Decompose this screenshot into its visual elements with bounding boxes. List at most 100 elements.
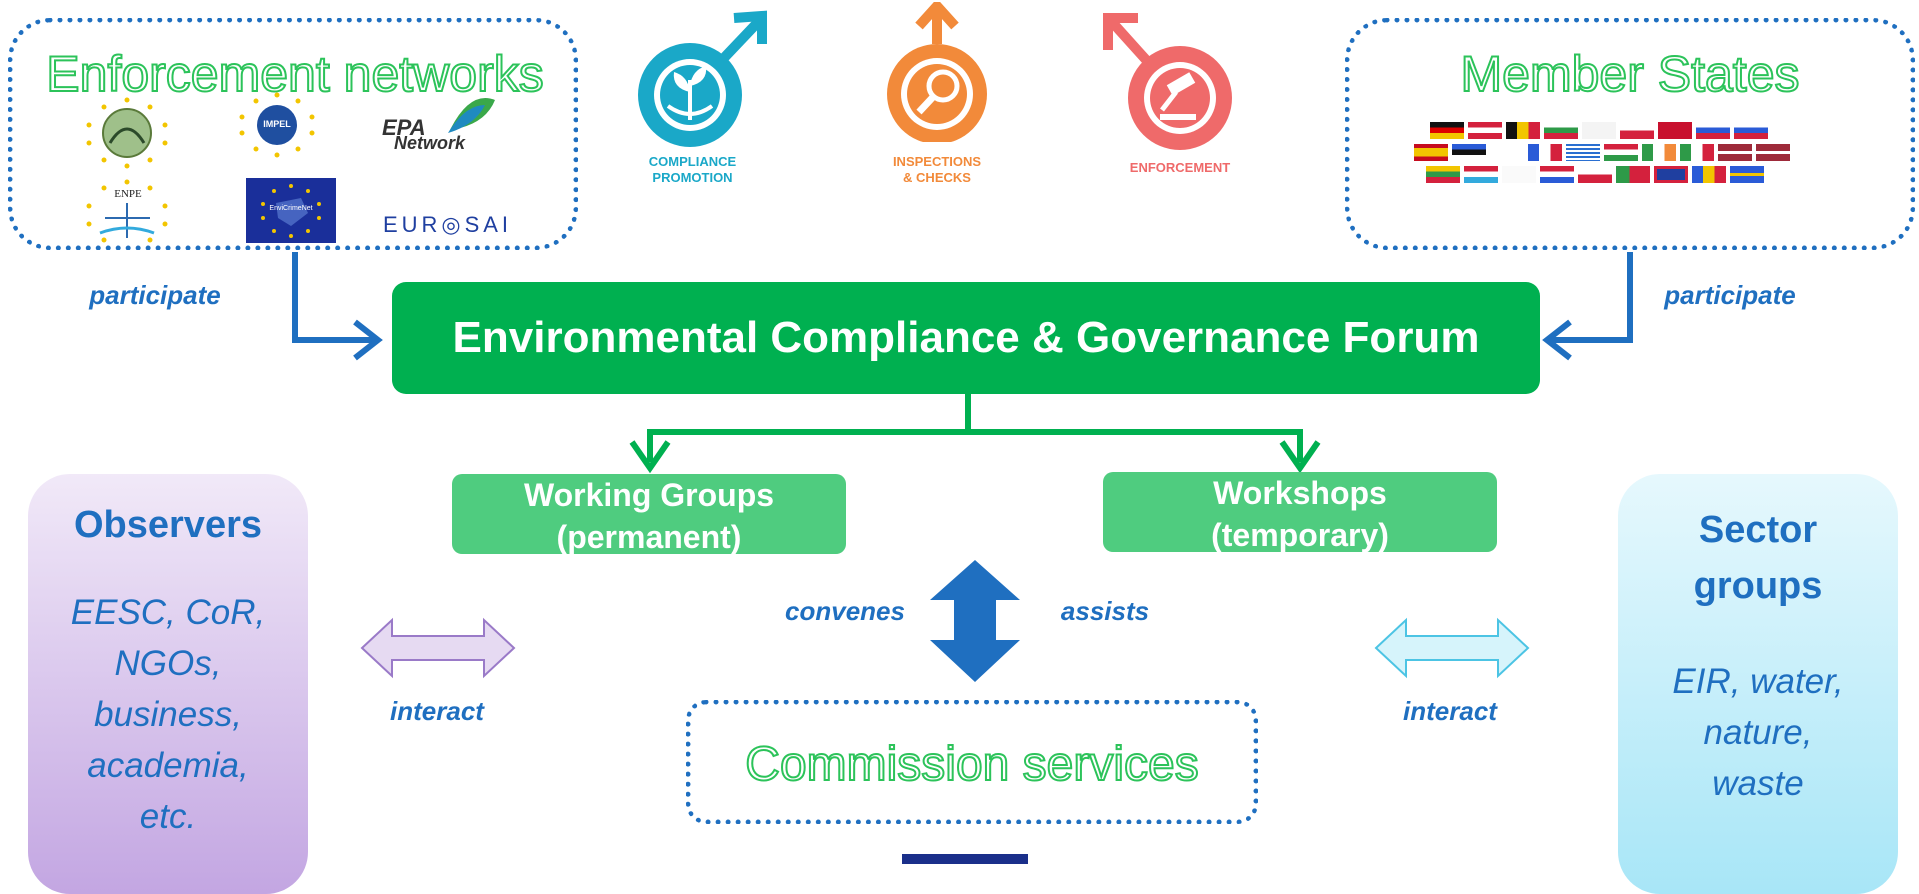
flag (1426, 166, 1460, 183)
observers-item: academia, (87, 746, 249, 785)
flag (1604, 144, 1638, 161)
working-groups-line2: (permanent) (556, 519, 742, 555)
observers-item: etc. (139, 797, 197, 836)
forum-box: Environmental Compliance & Governance Fo… (392, 282, 1540, 394)
enforcement-networks-title: Enforcement networks (45, 45, 544, 103)
flag (1506, 122, 1540, 139)
epa-network-logo: EPA Network (380, 95, 510, 155)
interact-left-label: interact (390, 696, 484, 726)
flag (1730, 166, 1764, 183)
participate-left-label: participate (89, 280, 221, 310)
flag (1680, 144, 1714, 161)
convenes-label: convenes (785, 596, 905, 626)
working-groups-arrowhead (629, 440, 671, 474)
enpe-logo (80, 178, 175, 253)
observers-item: EESC, CoR, (70, 593, 266, 632)
flag (1468, 122, 1502, 139)
working-groups-box: Working Groups (permanent) (452, 474, 846, 555)
compliance-promotion-label-line2: PROMOTION (652, 170, 733, 185)
network-text: Network (394, 133, 466, 153)
sector-groups-title-line1: Sector (1698, 509, 1818, 551)
flag (1464, 166, 1498, 183)
participate-left-connector (292, 252, 375, 343)
flag (1756, 144, 1790, 161)
flag (1696, 122, 1730, 139)
inspections-checks-label: INSPECTIONS & CHECKS (862, 154, 1012, 186)
flag (1658, 122, 1692, 139)
member-states-box (1345, 18, 1915, 250)
compliance-promotion-label: COMPLIANCE PROMOTION (620, 154, 765, 186)
observers-item: business, (94, 695, 242, 734)
flag (1544, 122, 1578, 139)
flag (1620, 122, 1654, 139)
observers-title: Observers (73, 504, 262, 546)
flag (1654, 166, 1688, 183)
inspections-checks-label-line2: & CHECKS (903, 170, 971, 185)
compliance-promotion-icon (622, 10, 772, 155)
flag (1430, 122, 1464, 139)
flag (1566, 144, 1600, 161)
flag (1616, 166, 1650, 183)
envicrimenet-logo: EnviCrimeNet (246, 178, 336, 243)
forum-branch-connector-right (968, 429, 1303, 462)
participate-left-arrowhead (353, 319, 383, 361)
flag (1582, 122, 1616, 139)
enforcement-networks-box (8, 18, 578, 250)
connectors (292, 252, 1633, 682)
flag (1718, 144, 1752, 161)
participate-right-arrowhead (1542, 319, 1572, 361)
workshops-box: Workshops (temporary) (1103, 472, 1497, 553)
forum-branch-connector (647, 394, 971, 462)
epa-text: EPA (382, 115, 426, 140)
flag (1490, 144, 1524, 161)
flag (1642, 144, 1676, 161)
observers-list: EESC, CoR, NGOs, business, academia, etc… (28, 587, 308, 842)
compliance-promotion-label-line1: COMPLIANCE (648, 154, 737, 169)
enpe-logo-text: ENPE (114, 188, 142, 200)
flag (1452, 144, 1486, 161)
workshops-line2: (temporary) (1211, 517, 1389, 553)
interact-left-double-arrow (360, 617, 516, 679)
interact-right-label: interact (1403, 696, 1497, 726)
convenes-assists-double-arrow (930, 560, 1020, 682)
member-states-title: Member States (1459, 45, 1800, 103)
impel-logo (232, 90, 322, 165)
sector-groups-item: waste (1712, 764, 1804, 803)
inspections-checks-label-line1: INSPECTIONS (892, 154, 982, 169)
working-groups-line1: Working Groups (523, 477, 775, 513)
participate-right-connector (1550, 252, 1633, 343)
sector-groups-title-line2: groups (1693, 565, 1823, 607)
inspections-checks-icon (865, 0, 1015, 147)
sector-groups-list: EIR, water, nature, waste (1618, 656, 1898, 809)
commission-services-title: Commission services (744, 737, 1199, 792)
flag (1414, 144, 1448, 161)
sector-groups-item: EIR, water, (1672, 662, 1844, 701)
forum-title: Environmental Compliance & Governance Fo… (452, 313, 1480, 362)
flag (1540, 166, 1574, 183)
enforcement-label: ENFORCEMENT (1105, 160, 1255, 176)
flag (1528, 144, 1562, 161)
flag (1692, 166, 1726, 183)
workshops-arrowhead (1279, 440, 1321, 474)
eu-logo-partial (902, 854, 1028, 864)
flag (1734, 122, 1768, 139)
interact-right-double-arrow (1374, 617, 1530, 679)
workshops-line1: Workshops (1213, 475, 1387, 511)
observers-panel: Observers EESC, CoR, NGOs, business, aca… (28, 474, 308, 894)
impel-logo-text: IMPEL (263, 119, 291, 129)
enforcement-label-line1: ENFORCEMENT (1129, 160, 1231, 175)
enforcement-icon (1098, 10, 1248, 155)
sector-groups-panel: Sector groups EIR, water, nature, waste (1618, 474, 1898, 894)
observers-item: NGOs, (114, 644, 222, 683)
envicrimenet-text: EnviCrimeNet (269, 205, 313, 212)
eurosai-logo: EUR◎SAI (382, 212, 513, 237)
assists-label: assists (1060, 596, 1150, 626)
flag (1578, 166, 1612, 183)
eu-flags-collage (1410, 122, 1870, 194)
sector-groups-title: Sector groups (1618, 502, 1898, 614)
flag (1502, 166, 1536, 183)
network-logo-circle (80, 95, 175, 175)
sector-groups-item: nature, (1703, 713, 1813, 752)
commission-services-box (686, 700, 1258, 824)
participate-right-label: participate (1664, 280, 1796, 310)
